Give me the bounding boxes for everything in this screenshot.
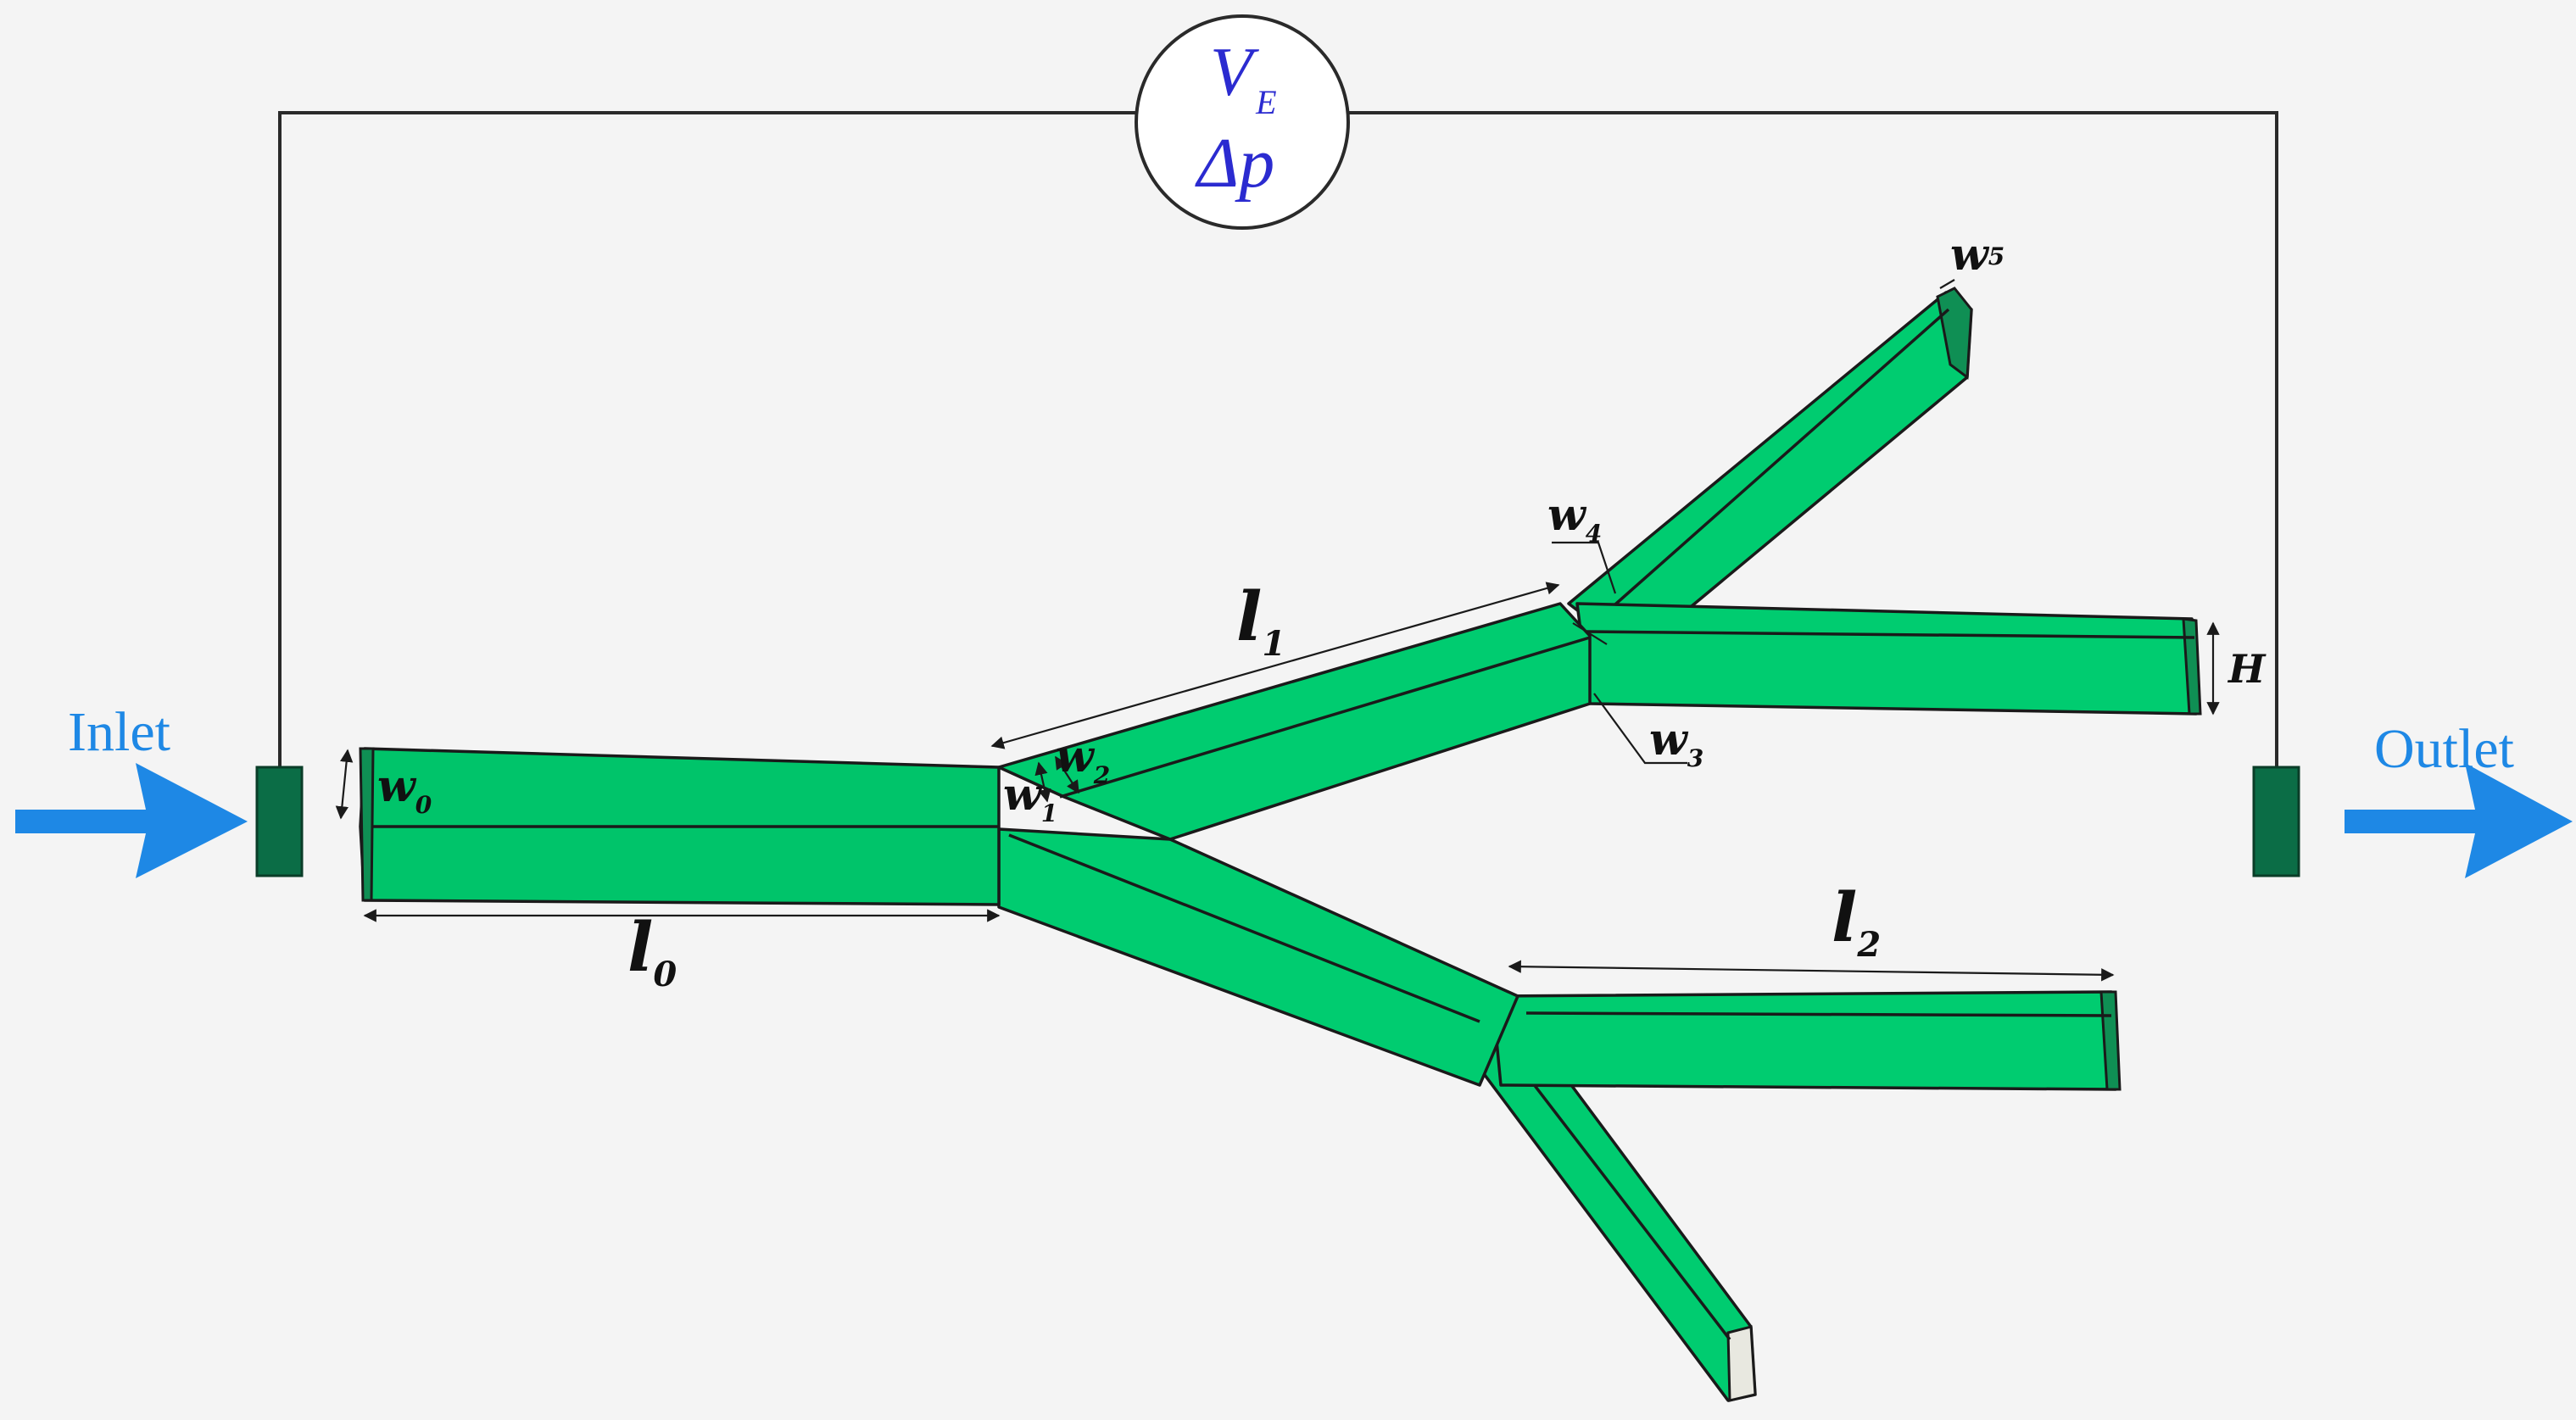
arrow-right-icon (2345, 763, 2573, 878)
arrow-right-icon (15, 763, 248, 878)
label-w4: w4 (1547, 489, 1602, 548)
labels: l0 l1 l2 w0 w1 w2 w3 w4 w5 H (377, 229, 2267, 994)
label-w1: w1 (1003, 769, 1057, 827)
label-w0: w0 (377, 760, 432, 819)
inlet-label: Inlet (68, 701, 170, 763)
label-H: H (2227, 646, 2267, 692)
inlet-electrode (255, 766, 304, 877)
circle-meter-icon (1135, 14, 1350, 230)
channel-network (359, 287, 2202, 1402)
outlet-label: Outlet (2374, 718, 2514, 780)
label-w5: w5 (1950, 229, 2004, 281)
meter-dp-label: Δp (1195, 124, 1274, 203)
circuit-wire (278, 111, 2278, 767)
label-l2: l2 (1832, 877, 1881, 965)
label-l0: l0 (627, 907, 677, 994)
label-l1: l1 (1236, 576, 1285, 664)
dimension-lines (335, 279, 2220, 982)
outlet-electrode (2252, 766, 2300, 877)
label-w3: w3 (1649, 714, 1703, 772)
label-w2: w2 (1056, 731, 1110, 789)
